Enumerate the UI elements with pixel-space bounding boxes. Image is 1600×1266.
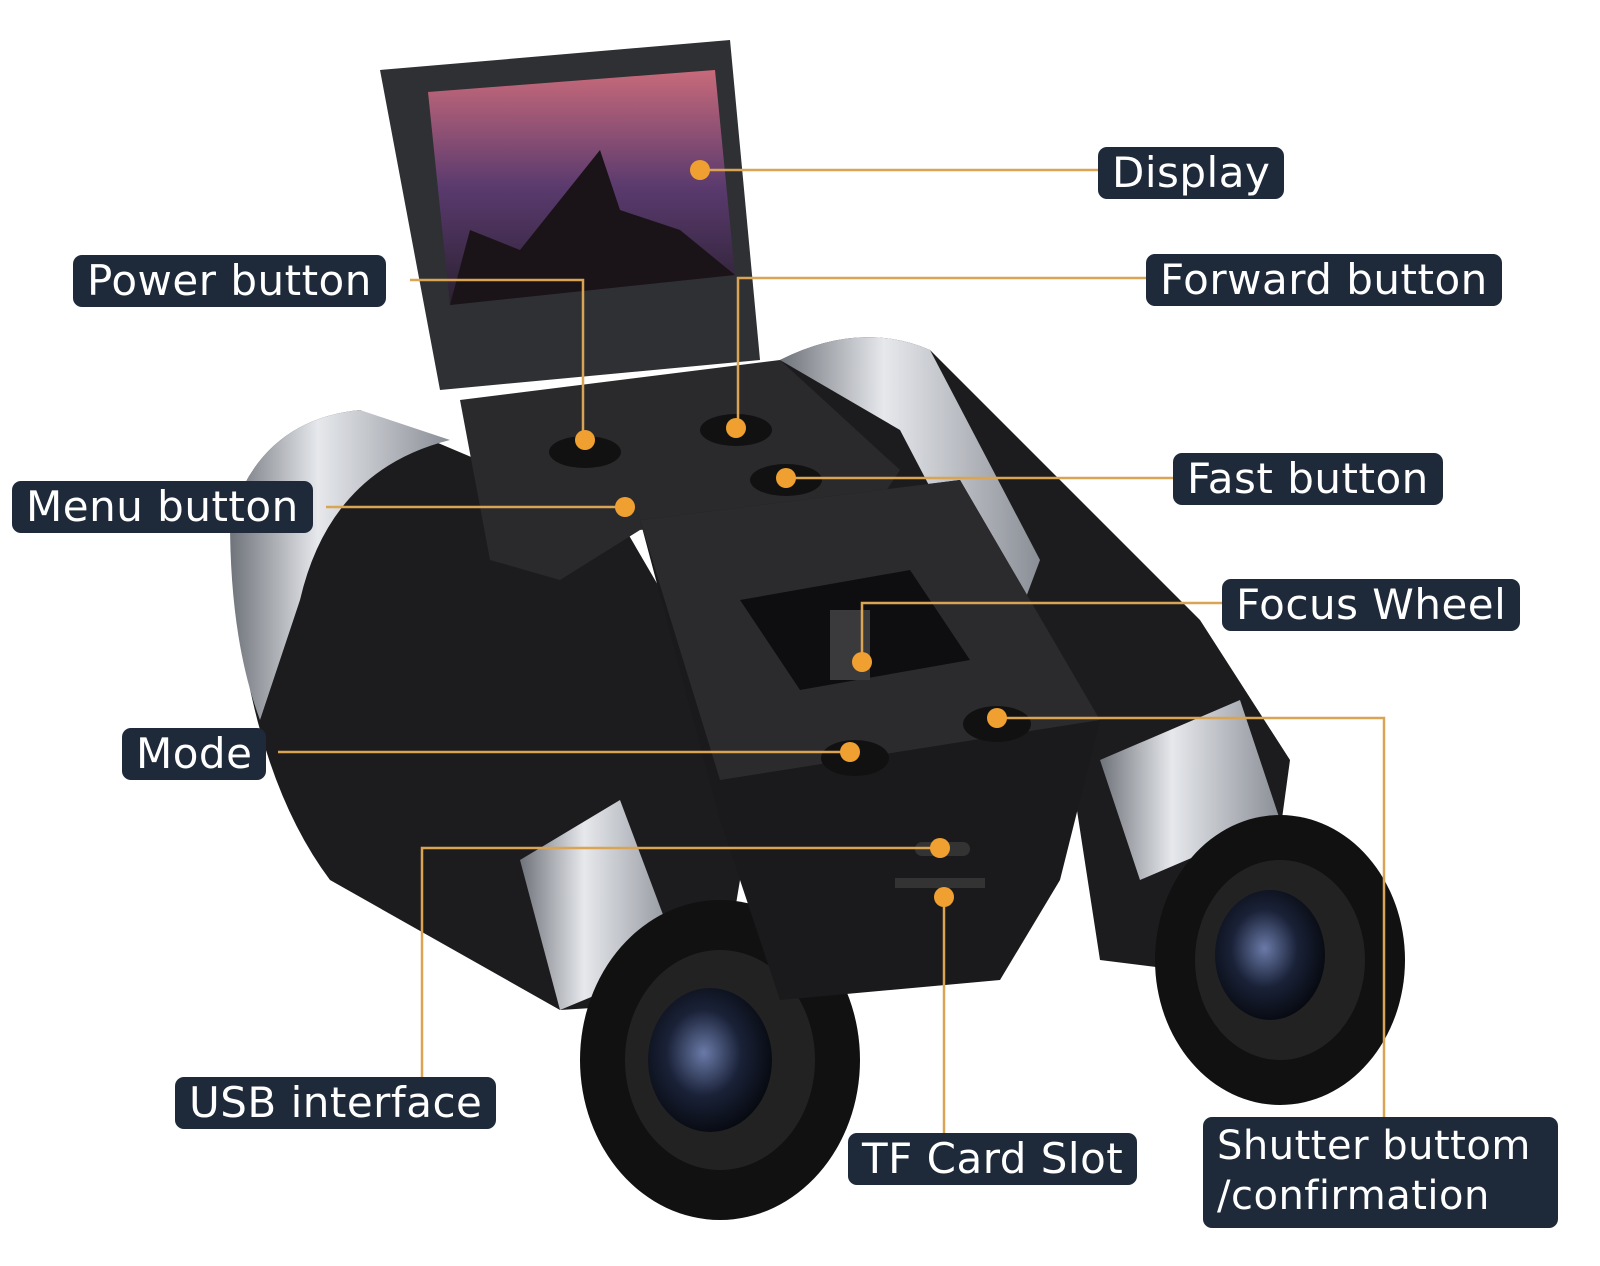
flip-display <box>380 40 760 390</box>
label-shutter-button: Shutter buttom /confirmation <box>1203 1117 1558 1228</box>
callout-dots <box>575 160 1007 907</box>
label-usb-interface: USB interface <box>175 1077 497 1129</box>
leader-focus <box>860 601 1222 662</box>
dot-display <box>690 160 710 180</box>
label-fast-button: Fast button <box>1173 453 1443 505</box>
left-lens <box>648 988 772 1132</box>
label-tf-card-slot: TF Card Slot <box>848 1133 1138 1185</box>
tf-card-slot <box>895 878 985 888</box>
leader-lines <box>278 168 1386 1133</box>
power-button-shape <box>549 436 621 468</box>
label-menu-button: Menu button <box>12 481 313 533</box>
leader-forward <box>736 276 1146 428</box>
dot-power <box>575 430 595 450</box>
dot-mode <box>840 742 860 762</box>
right-lens <box>1215 890 1325 1020</box>
label-shutter-line1: Shutter buttom <box>1217 1123 1531 1169</box>
leader-usb <box>420 846 940 1077</box>
label-forward-button: Forward button <box>1146 254 1502 306</box>
dot-forward <box>726 418 746 438</box>
label-display: Display <box>1098 147 1285 199</box>
dot-tf <box>934 887 954 907</box>
dot-menu <box>615 497 635 517</box>
dot-focus <box>852 652 872 672</box>
label-power-button: Power button <box>73 255 386 307</box>
camera-body <box>460 360 1100 1000</box>
label-focus-wheel: Focus Wheel <box>1222 579 1521 631</box>
dot-fast <box>776 468 796 488</box>
dot-shutter <box>987 708 1007 728</box>
leader-shutter <box>997 716 1386 1117</box>
label-shutter-line2: /confirmation <box>1217 1173 1490 1219</box>
leader-power <box>410 278 585 440</box>
dot-usb <box>930 838 950 858</box>
label-mode: Mode <box>122 728 267 780</box>
